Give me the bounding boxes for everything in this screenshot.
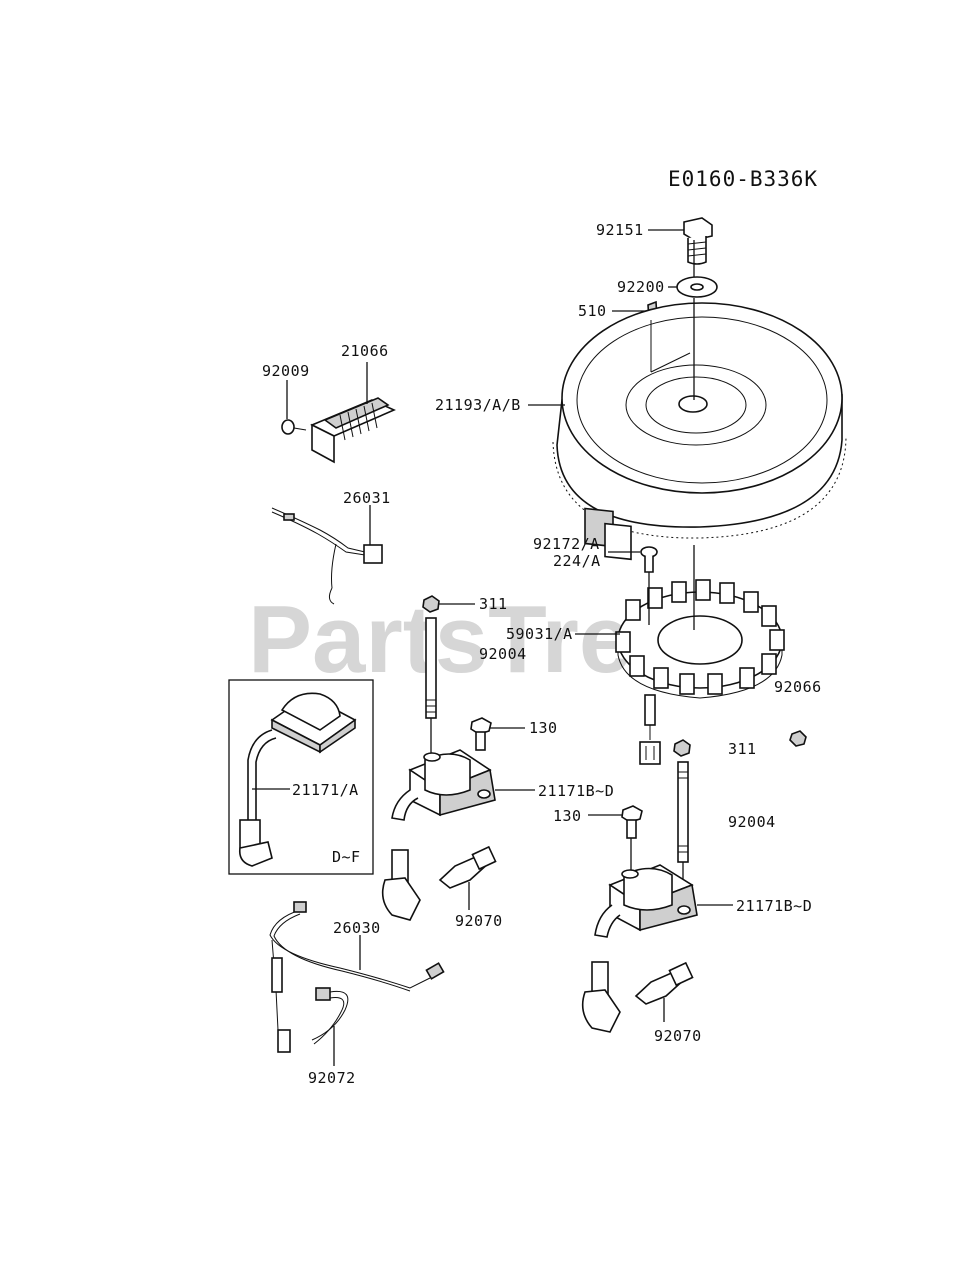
harness-26031[interactable] [271, 507, 383, 605]
stud-92004-left[interactable] [425, 617, 437, 719]
label-311-left[interactable]: 311 [479, 595, 508, 613]
label-92172[interactable]: 92172/A [533, 535, 600, 553]
bolt-92151[interactable] [683, 217, 713, 265]
nut-311-left[interactable] [422, 595, 440, 613]
ignition-coil-21171-right[interactable] [581, 864, 698, 1033]
label-224[interactable]: 224/A [553, 552, 601, 570]
flywheel-21193[interactable] [552, 302, 847, 561]
label-92004-right[interactable]: 92004 [728, 813, 776, 831]
label-26031[interactable]: 26031 [343, 489, 391, 507]
label-92004-left[interactable]: 92004 [479, 645, 527, 663]
label-130-right[interactable]: 130 [553, 807, 582, 825]
stud-92004-right[interactable] [677, 761, 689, 863]
label-92072[interactable]: 92072 [308, 1069, 356, 1087]
screw-92009[interactable] [281, 419, 307, 435]
label-21171a[interactable]: 21171/A [292, 781, 359, 799]
label-92070-left[interactable]: 92070 [455, 912, 503, 930]
label-311-right[interactable]: 311 [728, 740, 757, 758]
label-92070-right[interactable]: 92070 [654, 1027, 702, 1045]
spark-plug-92070-right[interactable] [634, 961, 694, 1005]
regulator-21066[interactable] [310, 397, 396, 464]
label-92151[interactable]: 92151 [596, 221, 644, 239]
screw-92172[interactable] [640, 546, 658, 573]
label-92009[interactable]: 92009 [262, 362, 310, 380]
nut-92066[interactable] [789, 730, 807, 747]
label-inset-variant: D~F [332, 848, 361, 866]
nut-311-right[interactable] [673, 739, 691, 757]
label-92200[interactable]: 92200 [617, 278, 665, 296]
inset-box [228, 679, 374, 875]
label-21171-left[interactable]: 21171B~D [538, 782, 614, 800]
diagram-code: E0160-B336K [668, 167, 818, 191]
label-510[interactable]: 510 [578, 302, 607, 320]
harness-26030[interactable] [269, 901, 445, 1053]
label-59031[interactable]: 59031/A [506, 625, 573, 643]
label-92066[interactable]: 92066 [774, 678, 822, 696]
ignition-coil-21171a[interactable] [238, 692, 357, 867]
label-21193[interactable]: 21193/A/B [435, 396, 521, 414]
label-21066[interactable]: 21066 [341, 342, 389, 360]
bolt-130-right[interactable] [621, 805, 643, 839]
spark-plug-92070-left[interactable] [438, 845, 497, 889]
label-21171-right[interactable]: 21171B~D [736, 897, 812, 915]
stator-59031[interactable] [615, 579, 785, 765]
label-26030[interactable]: 26030 [333, 919, 381, 937]
label-130-left[interactable]: 130 [529, 719, 558, 737]
ignition-coil-21171-left[interactable] [381, 749, 496, 921]
washer-92200[interactable] [676, 276, 718, 298]
clamp-92072[interactable] [311, 987, 349, 1045]
bolt-130-left[interactable] [470, 717, 492, 751]
